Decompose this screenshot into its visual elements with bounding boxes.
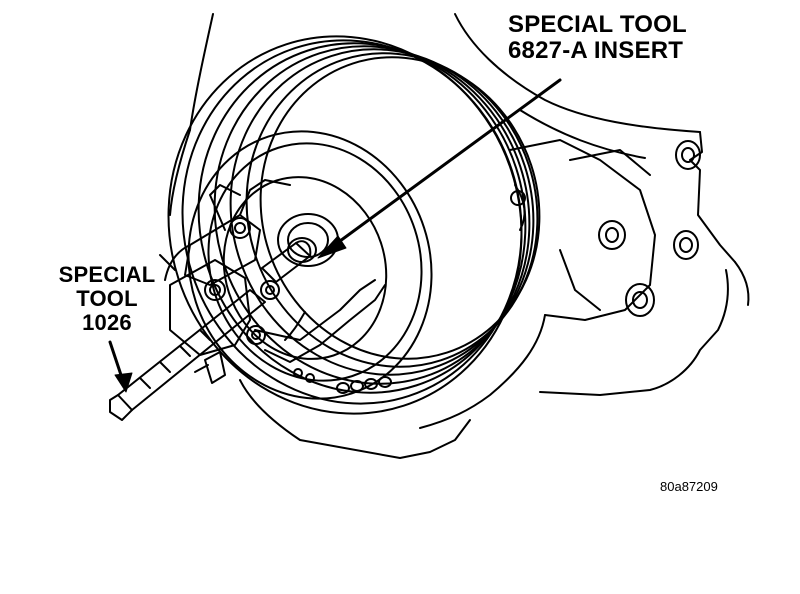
callout-puller-line2: TOOL <box>76 286 138 311</box>
figure-id: 80a87209 <box>660 479 718 494</box>
puller-tool <box>109 179 386 421</box>
crankshaft-damper <box>167 35 541 415</box>
leader-insert <box>317 78 562 259</box>
callout-puller-tool: SPECIAL TOOL 1026 <box>42 264 172 334</box>
callout-insert-tool: SPECIAL TOOL 6827-A INSERT <box>508 13 687 63</box>
callout-puller-line1: SPECIAL <box>58 262 156 287</box>
leader-puller <box>108 340 133 393</box>
callout-insert-line1: SPECIAL TOOL <box>508 11 687 38</box>
callout-puller-line3: 1026 <box>82 310 132 335</box>
callout-insert-line2: 6827-A INSERT <box>508 37 684 64</box>
